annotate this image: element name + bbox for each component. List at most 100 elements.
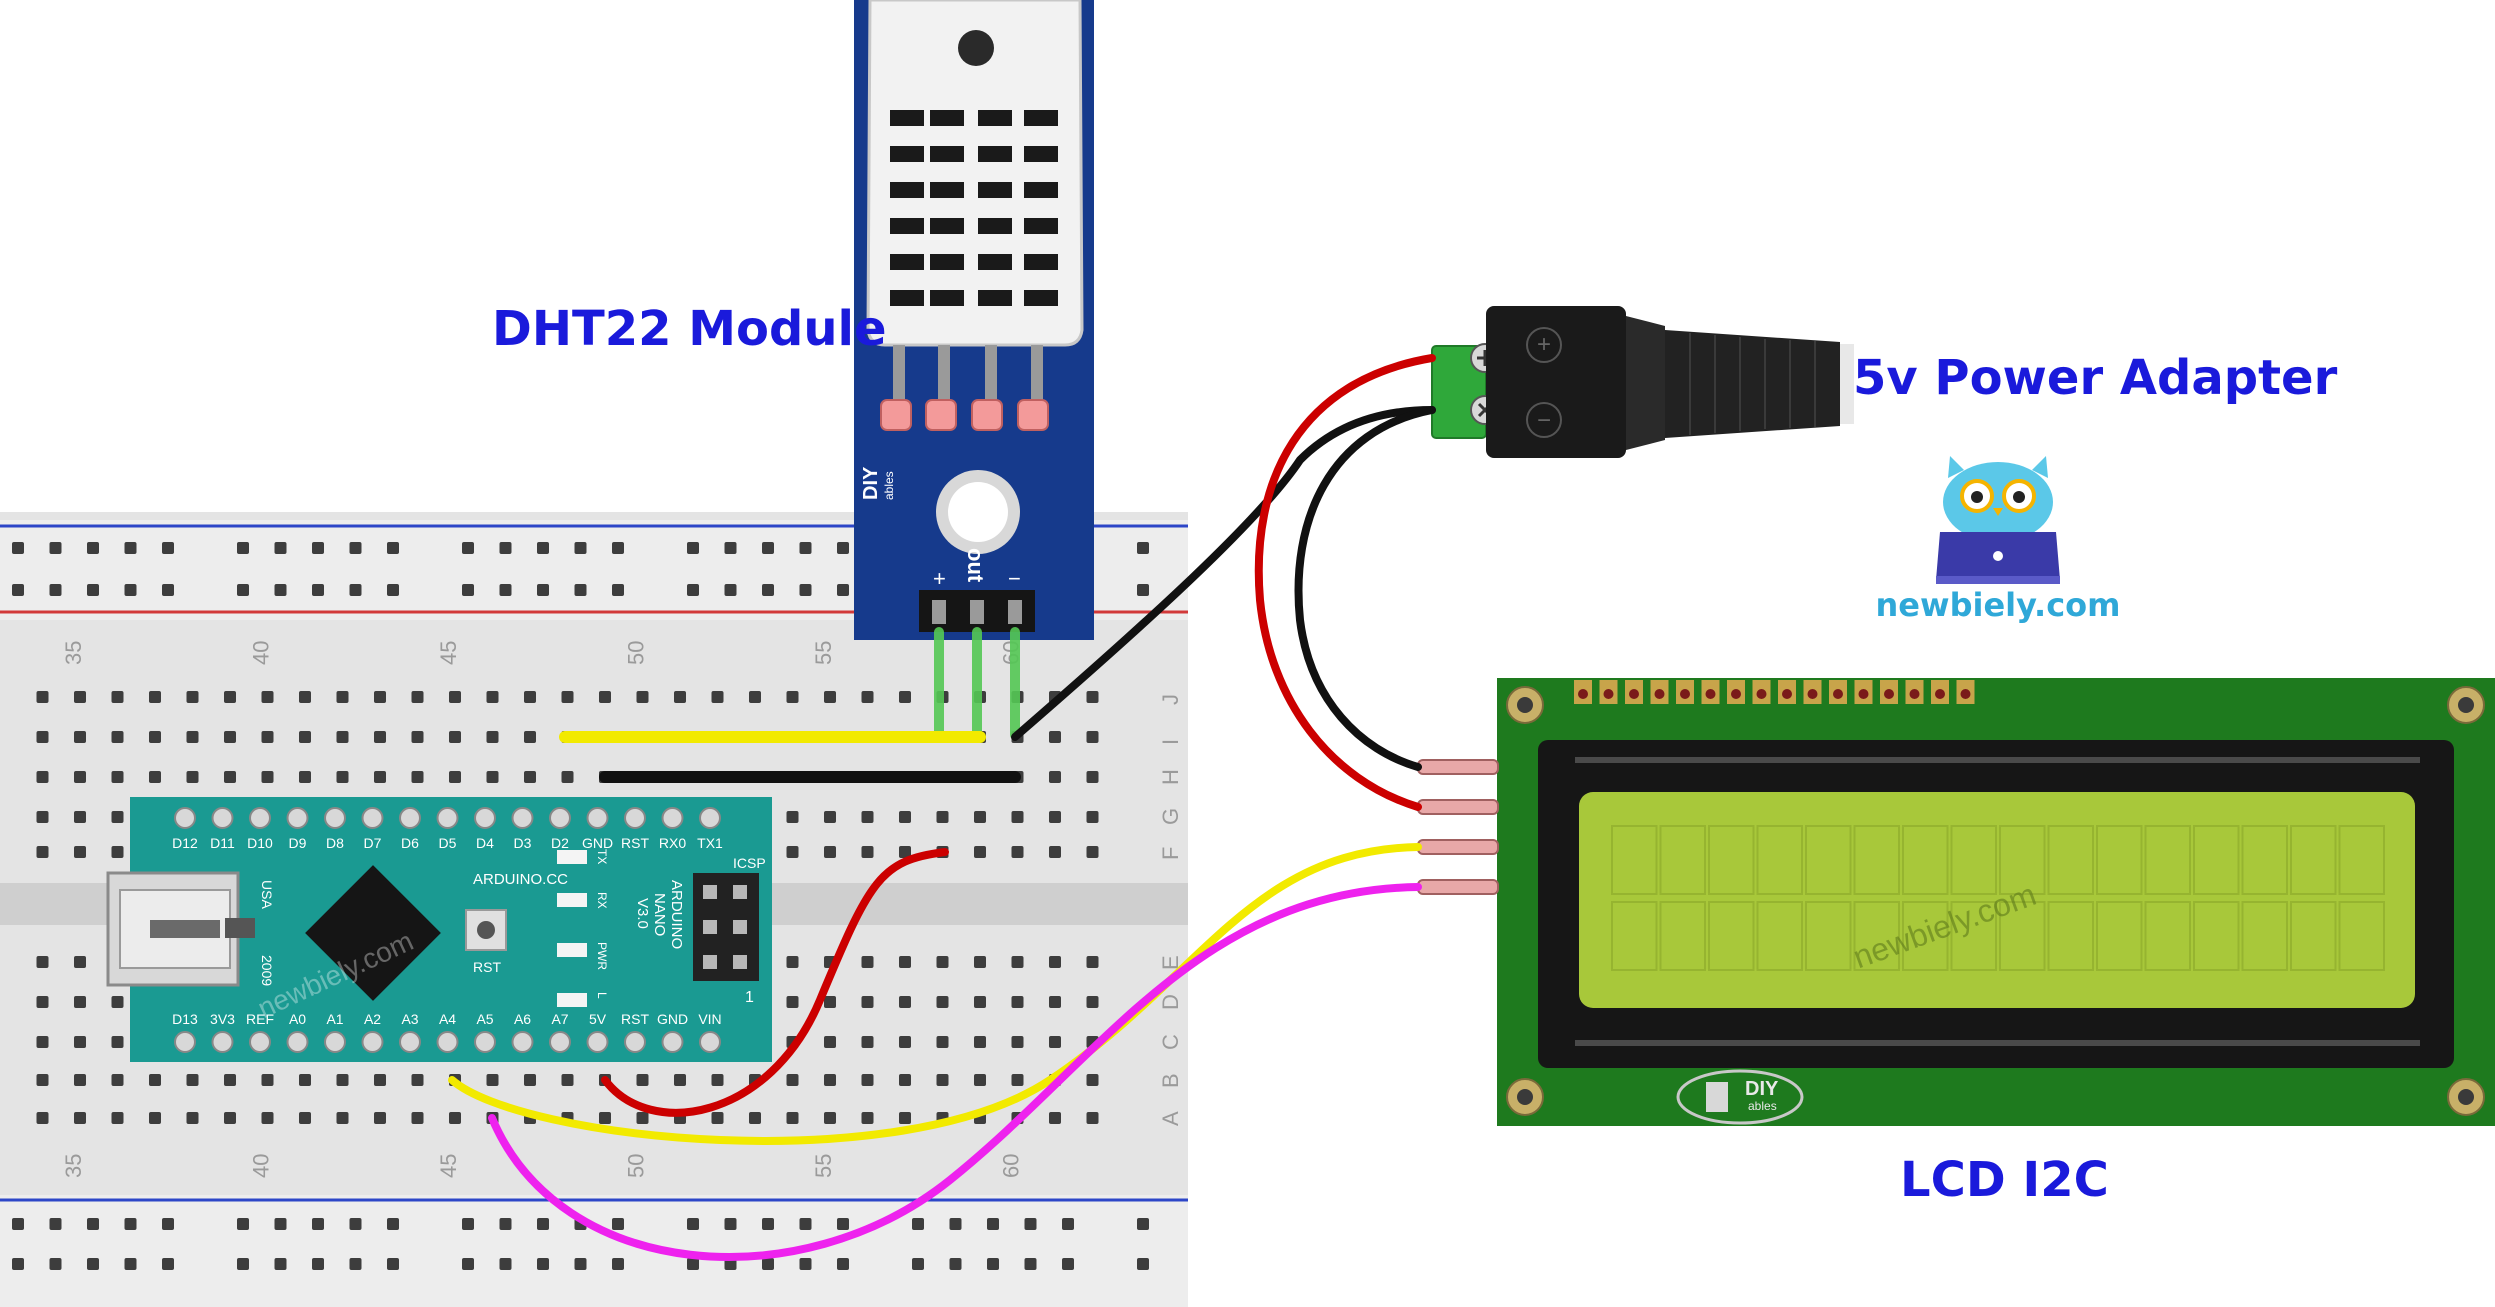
lcd-header-hole [1756,689,1767,699]
dht22-label: DHT22 Module [492,301,887,357]
lcd-char-cell [1902,825,1949,895]
svg-text:DIY: DIY [860,466,882,500]
wire-magenta-a5-lcd [488,883,1422,1261]
dht-grill-slot [1024,110,1058,126]
lcd-char-cell [1902,901,1949,971]
usa-label: USA [259,880,275,909]
breadboard-column-number: 50 [624,641,649,665]
nano-pin-label: 3V3 [210,1011,235,1027]
dht-grill-slot [930,146,964,162]
nano-led-label: PWR [595,942,609,970]
lcd-char-cell [1659,901,1706,971]
lcd-char-cell [2096,901,2143,971]
breadboard-column-number: 50 [624,1154,649,1178]
dht-grill-slot [890,218,924,234]
lcd-char-cell [2144,825,2191,895]
nano-pin-label: D4 [476,835,494,851]
dht-pin-out: out [963,548,988,583]
nano-pin-label: A5 [476,1011,493,1027]
lcd-char-cell [2338,901,2385,971]
dht-grill-slot [1024,182,1058,198]
nano-pin-label: A4 [439,1011,456,1027]
wire-red-adapter-lcd [1254,354,1436,811]
lcd-char-cell [1999,825,2046,895]
nano-pin [511,1031,534,1053]
nano-pin-label: D11 [210,835,235,851]
nano-pin-label: D8 [326,835,344,851]
dht-grill-slot [930,218,964,234]
nano-pin-label: D9 [289,835,307,851]
year-label: 2009 [259,955,275,986]
lcd-char-cell [2193,901,2240,971]
nano-pin-label: A6 [514,1011,531,1027]
nano-pin-label: D5 [439,835,457,851]
nano-pin-label: RST [621,835,649,851]
nano-pin [586,807,609,829]
lcd-header-hole [1629,689,1639,699]
nano-pin [661,1031,684,1053]
lcd-diyables-logo [1676,1069,1804,1125]
nano-pin [361,1031,384,1053]
power-adapter: + − [1431,306,1854,458]
nano-pin-label: RX0 [659,835,686,851]
nano-pin [174,807,196,829]
nano-pin [249,807,271,829]
nano-name-2: NANO [651,893,668,936]
dht-grill-slot [930,182,964,198]
lcd-char-cell [2047,901,2094,971]
arduino-site-label: ARDUINO.CC [473,871,568,888]
dht-grill-slot [1024,218,1058,234]
lcd-char-cell [1950,825,1997,895]
nano-pin [511,807,534,829]
nano-pin [249,1031,271,1053]
microcontroller-chip [305,865,441,1001]
nano-pin [549,1031,571,1053]
breadboard-row-letter: E [1158,955,1183,970]
wire-black-adapter-lcd [1294,406,1436,771]
nano-led-label: L [595,992,609,999]
lcd-header-hole [1782,689,1792,699]
nano-pin-label: D7 [364,835,382,851]
breadboard-row-letter: H [1158,769,1183,785]
nano-pin-label: A1 [326,1011,343,1027]
nano-pin [436,807,459,829]
dht-grill-slot [930,254,964,270]
breadboard-column-number: 55 [811,641,836,665]
lcd-char-cell [2241,825,2288,895]
dht-grill-slot [978,146,1012,162]
lcd-char-cell [2144,901,2191,971]
nano-pin [399,807,421,829]
nano-pin-label: D6 [401,835,419,851]
nano-pin [474,1031,496,1053]
dht-grill-slot [930,110,964,126]
dht-grill-slot [890,254,924,270]
lcd-char-cell [1950,901,1997,971]
newbiely-logo: newbiely.com [1876,456,2120,624]
breadboard-row-letter: B [1158,1073,1183,1088]
lcd-char-cell [2096,825,2143,895]
nano-pin [286,807,309,829]
lcd-header-hole [1705,689,1716,699]
dht-diyables-logo: DIY ables [860,466,896,500]
nano-pin [361,807,384,829]
breadboard-column-number: 55 [811,1154,836,1178]
nano-pin-label: D12 [172,835,198,851]
dht-grill-slot [978,110,1012,126]
rst-label: RST [473,959,501,975]
breadboard-row-letter: C [1158,1034,1183,1050]
icsp-label: ICSP [733,855,766,871]
nano-pin [699,807,721,829]
lcd-char-cell [2193,825,2240,895]
lcd-char-cell [2047,825,2094,895]
nano-pin-label: RST [621,1011,649,1027]
lcd-char-cell [1999,901,2046,971]
lcd-header-hole [1909,689,1920,699]
nano-led-label: TX [595,849,609,864]
breadboard-row-letter: F [1158,847,1183,860]
breadboard-row-letter: A [1158,1111,1183,1126]
lcd-char-cell [1805,825,1852,895]
nano-name-1: ARDUINO [668,880,685,949]
dht-grill-slot [890,146,924,162]
lcd-char-cell [1756,825,1803,895]
